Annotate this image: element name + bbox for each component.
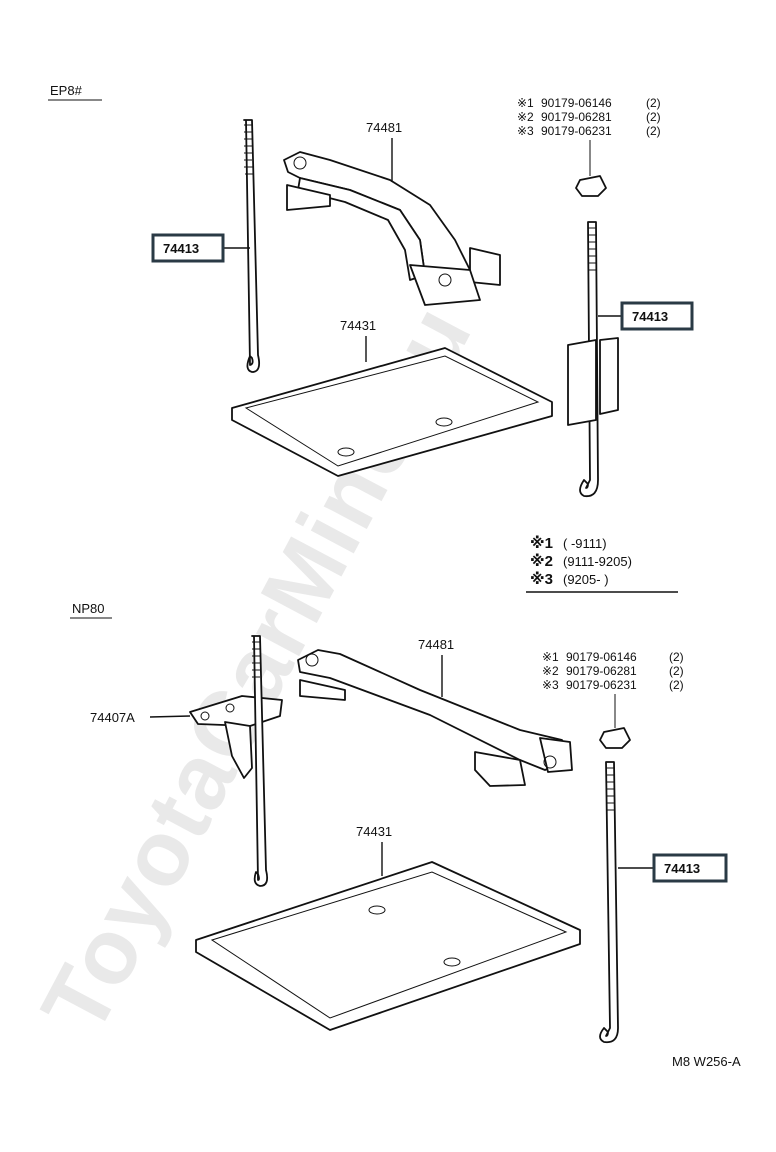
legend-mark: ※2	[530, 552, 553, 570]
legend-range: (9111-9205)	[563, 554, 632, 569]
fastener-part-number: 90179-06281	[541, 110, 612, 124]
legend-mark: ※1	[530, 534, 553, 552]
fastener-list-ep8: ※1 90179-06146 (2) ※2 90179-06281 (2) ※3…	[517, 96, 661, 138]
fastener-mark: ※3	[542, 678, 559, 692]
callout-label: 74413	[163, 241, 199, 256]
battery-clamp-np80	[297, 649, 573, 787]
figure-code: M8 W256-A	[672, 1054, 741, 1069]
battery-clamp-ep8	[283, 151, 501, 306]
fastener-mark: ※1	[542, 650, 559, 664]
section-ep8: EP8# ※1 90179-06146 (2) ※2 90179-06281 (…	[48, 83, 694, 498]
serial-range-legend: ※1 ( -9111) ※2 (9111-9205) ※3 (9205- )	[526, 534, 678, 593]
fastener-mark: ※2	[542, 664, 559, 678]
fastener-mark: ※3	[517, 124, 534, 138]
legend-mark: ※3	[530, 570, 553, 588]
battery-tray-ep8	[231, 347, 553, 477]
fastener-qty: (2)	[646, 124, 661, 138]
fastener-part-number: 90179-06146	[541, 96, 612, 110]
callout-label-74481: 74481	[418, 637, 454, 652]
callout-label: 74413	[664, 861, 700, 876]
nut-ep8	[575, 140, 607, 197]
legend-range: ( -9111)	[563, 536, 607, 551]
callout-label: 74413	[632, 309, 668, 324]
section-code-np80: NP80	[72, 601, 105, 616]
fastener-list-np80: ※1 90179-06146 (2) ※2 90179-06281 (2) ※3…	[542, 650, 684, 692]
fastener-mark: ※2	[517, 110, 534, 124]
callout-box-74413-right: 74413	[620, 301, 694, 331]
battery-tray-np80	[195, 861, 581, 1031]
section-code-ep8: EP8#	[50, 83, 83, 98]
fastener-part-number: 90179-06281	[566, 664, 637, 678]
fastener-qty: (2)	[669, 650, 684, 664]
callout-box-74413-np80: 74413	[652, 853, 728, 883]
fastener-qty: (2)	[669, 678, 684, 692]
hold-down-rod-left-np80	[251, 635, 269, 887]
fastener-qty: (2)	[669, 664, 684, 678]
callout-box-74413-left: 74413	[151, 233, 225, 263]
legend-range: (9205- )	[563, 572, 609, 587]
section-np80: NP80 ※1 90179-06146 (2) ※2 90179-06281 (…	[70, 601, 728, 1044]
callout-label-74407a: 74407A	[90, 710, 135, 725]
hold-down-rod-right-np80	[599, 761, 619, 1044]
fastener-part-number: 90179-06231	[541, 124, 612, 138]
callout-label-74431: 74431	[356, 824, 392, 839]
fastener-part-number: 90179-06231	[566, 678, 637, 692]
fastener-part-number: 90179-06146	[566, 650, 637, 664]
fastener-qty: (2)	[646, 96, 661, 110]
hold-down-rod-left	[243, 119, 261, 373]
callout-label-74481: 74481	[366, 120, 402, 135]
callout-label-74431: 74431	[340, 318, 376, 333]
hold-down-rod-right	[567, 221, 619, 498]
fastener-qty: (2)	[646, 110, 661, 124]
nut-np80	[599, 694, 631, 749]
fastener-mark: ※1	[517, 96, 534, 110]
